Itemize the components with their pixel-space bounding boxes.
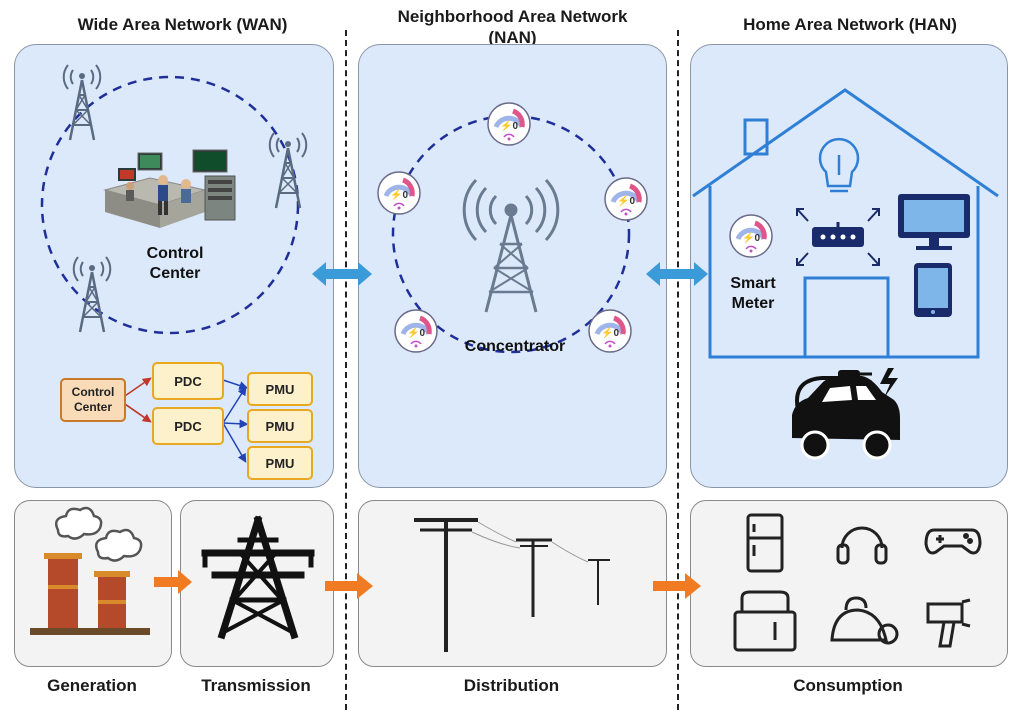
wan-nan-link-arrow [312, 262, 372, 286]
wan-tower-icon [72, 255, 112, 334]
smart-meter-icon [730, 215, 772, 257]
pdc-box: PDC [152, 362, 224, 400]
smart-meter-icon [488, 103, 530, 145]
vacuum-cleaner-icon [830, 596, 899, 645]
pmu-box: PMU [247, 372, 313, 406]
flow-arrow [325, 573, 373, 599]
nan-ring [391, 114, 631, 354]
tablet-icon [914, 263, 952, 317]
light-bulb-icon [818, 137, 860, 193]
distribution-panel [358, 500, 667, 667]
divider-nan-han [677, 30, 679, 710]
wan-ring [40, 75, 300, 335]
control-center-box: Control Center [60, 378, 126, 422]
nan-title: Neighborhood Area Network (NAN) [397, 7, 628, 47]
consumption-label: Consumption [793, 676, 903, 695]
game-controller-icon [924, 528, 982, 555]
house-outline [692, 88, 999, 359]
pdc-pmu-links [222, 379, 249, 463]
concentrator-tower-icon [462, 178, 560, 313]
pdc-box: PDC [152, 407, 224, 445]
wan-tower-icon [268, 131, 308, 210]
generation-label: Generation [47, 676, 137, 695]
pmu-box: PMU [247, 409, 313, 443]
monitor-icon [898, 194, 970, 250]
concentrator-label: Concentrator [464, 338, 566, 355]
wan-tower-icon [62, 63, 102, 142]
smart-meter-icon [395, 310, 437, 352]
smart-meter-icon [378, 172, 420, 214]
pmu-box: PMU [247, 446, 313, 480]
flow-arrow [154, 570, 192, 594]
smart-meter-icon [589, 310, 631, 352]
hair-dryer-icon [926, 598, 971, 648]
smart-meter-icon [605, 178, 647, 220]
nan-han-link-arrow [646, 262, 708, 286]
transmission-label: Transmission [201, 676, 311, 695]
control-center-icon [103, 149, 236, 228]
power-plant-icon [30, 506, 150, 635]
headphones-icon [836, 526, 888, 565]
utility-poles-icon [414, 518, 610, 652]
flow-arrow [653, 573, 701, 599]
wan-title: Wide Area Network (WAN) [77, 15, 288, 34]
han-title: Home Area Network (HAN) [743, 15, 957, 34]
router-broadcast-arrows [796, 208, 880, 266]
smart-meter-label: Smart Meter [730, 275, 776, 312]
distribution-label: Distribution [463, 676, 560, 695]
refrigerator-icon [746, 513, 784, 573]
divider-wan-nan [345, 30, 347, 710]
transmission-tower-icon [201, 515, 315, 640]
electric-car-icon [792, 368, 900, 460]
router-icon [812, 222, 864, 247]
toaster-icon [733, 590, 797, 652]
control-center-label: Control Center [146, 245, 204, 282]
